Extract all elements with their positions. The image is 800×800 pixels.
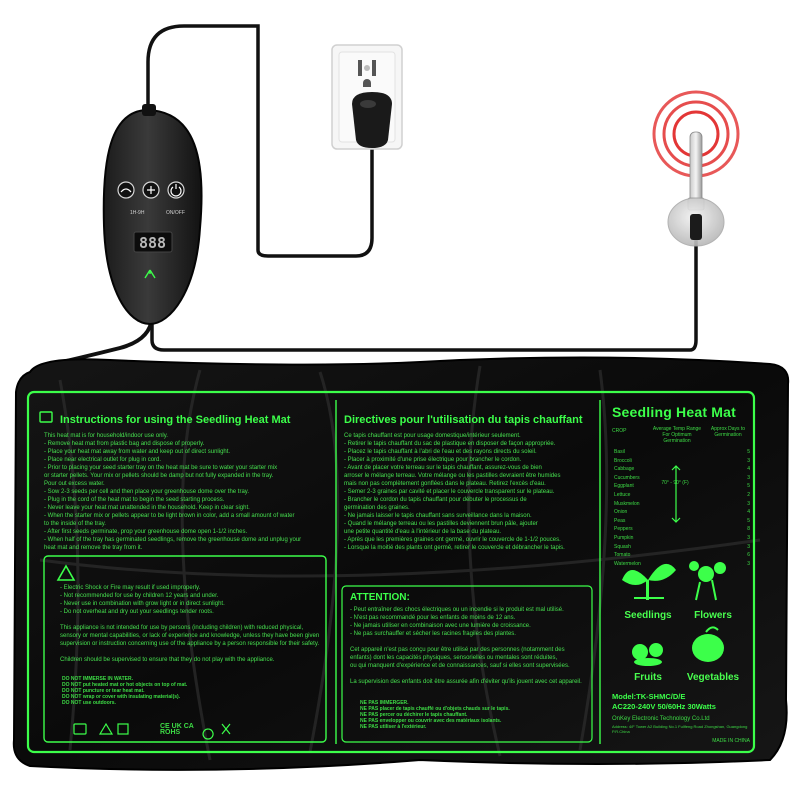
warning-text: - Electric Shock or Fire may result if u…: [60, 585, 320, 663]
vegetables-icon: [692, 626, 724, 662]
led-display: 888: [139, 234, 166, 252]
power-plug: [352, 92, 392, 148]
company-address: Address: 4/F Tower A2 Building No.1 Full…: [612, 724, 748, 734]
days-list: 5 3 4 3 5 2 3 4 5 8 3 3 6 3: [747, 449, 750, 567]
brand-title: Seedling Heat Mat: [612, 404, 736, 420]
made-in-label: MADE IN CHINA: [712, 738, 750, 744]
model-number: Model:TK-SHMC/D/E: [612, 692, 686, 701]
power-button-icon[interactable]: [167, 181, 185, 199]
ne-pas-text: NE PAS IMMERGER. NE PAS placer de tapis …: [360, 700, 510, 730]
suction-cup: [667, 197, 725, 247]
center-instructions-text: Ce tapis chauffant est pour usage domest…: [344, 433, 565, 551]
left-section-title: Instructions for using the Seedling Heat…: [60, 414, 291, 426]
table-header-days: Approx Days to Germination: [710, 426, 746, 438]
power-cable: [146, 24, 374, 258]
seedlings-icon: [622, 563, 676, 600]
company-name: OnKey Electronic Technology Co.Ltd: [612, 716, 710, 722]
attention-text: - Peut entraîner des chocs électriques o…: [350, 607, 582, 685]
plus-button-icon[interactable]: [142, 181, 160, 199]
table-header-crop: CROP: [612, 428, 627, 434]
range-arrow-icon: [671, 465, 681, 523]
left-instructions-text: This heat mat is for household/indoor us…: [44, 433, 302, 551]
do-not-text: DO NOT IMMERSE IN WATER. DO NOT put heat…: [62, 676, 188, 706]
power-rating: AC220-240V 50/60Hz 30Watts: [612, 702, 716, 711]
temp-range: 70° - 90° (F): [661, 480, 689, 486]
attention-box: [341, 585, 593, 743]
onoff-label: ON/OFF: [166, 210, 185, 216]
center-section-title: Directives pour l'utilisation du tapis c…: [344, 414, 583, 426]
category-seedlings: Seedlings: [624, 610, 672, 621]
category-vegetables: Vegetables: [686, 672, 740, 683]
certification-marks: CE UK CA ROHS: [160, 723, 194, 736]
table-header-temp: Average Temp Range For Optimum Germinati…: [652, 426, 702, 444]
category-fruits: Fruits: [634, 672, 662, 683]
warning-box: [43, 555, 327, 743]
attention-title: ATTENTION:: [350, 592, 410, 603]
compliance-icons: [73, 722, 231, 740]
temperature-controller[interactable]: 1H-9H ON/OFF 888: [102, 104, 203, 326]
warning-triangle-icon: [56, 564, 76, 581]
mode-button-icon[interactable]: [117, 181, 135, 199]
category-flowers: Flowers: [694, 610, 732, 621]
heat-mat: [12, 356, 790, 771]
timer-label: 1H-9H: [130, 210, 145, 216]
flowers-icon: [689, 561, 726, 601]
crop-list: Basil Broccoli Cabbage Cucumbers Eggplan…: [614, 449, 641, 567]
fruits-icon: [632, 643, 663, 666]
controller-logo-icon: [144, 269, 156, 279]
manual-book-icon: [39, 411, 53, 423]
mat-print-border: [26, 390, 756, 754]
